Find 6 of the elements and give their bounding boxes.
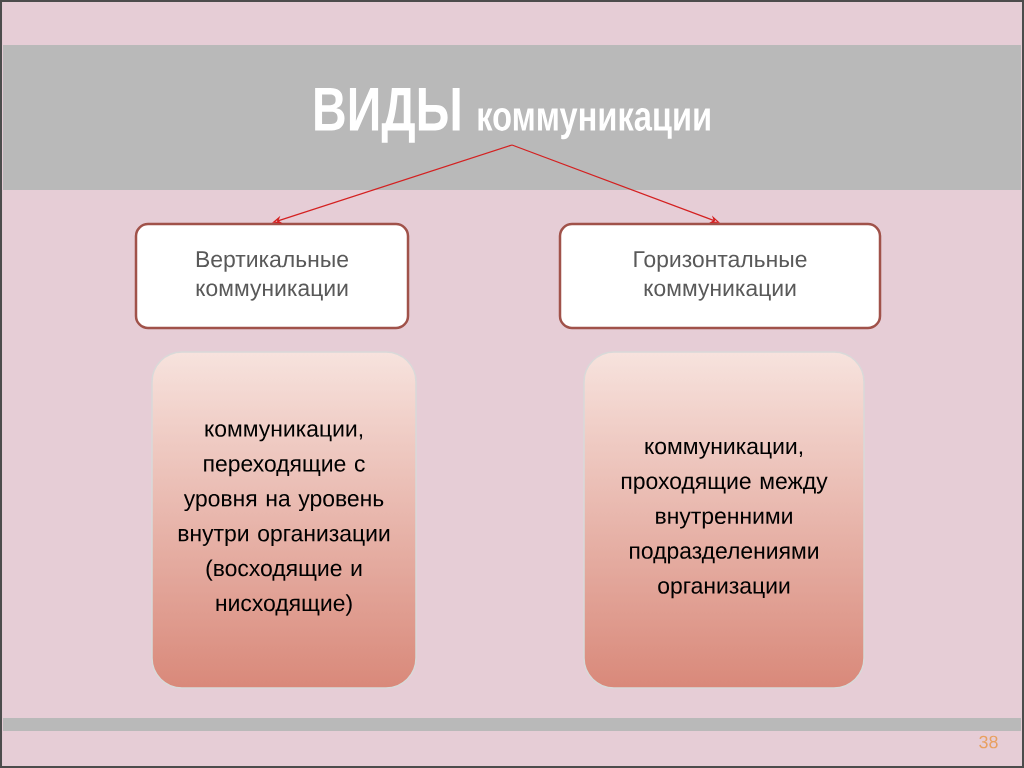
title-text: ВИДЫ коммуникации xyxy=(315,88,710,143)
category-box: Горизонтальные коммуникации xyxy=(558,222,882,330)
description-box: коммуникации, проходящие между внутренними подразделениями организации xyxy=(583,351,865,689)
category-box: Вертикальные коммуникации xyxy=(134,222,410,330)
description-box: коммуникации, переходящие с уровня на уровень внутри организации (восходящие и нисходящие) xyxy=(151,351,417,689)
page-number: 38 xyxy=(979,735,998,749)
